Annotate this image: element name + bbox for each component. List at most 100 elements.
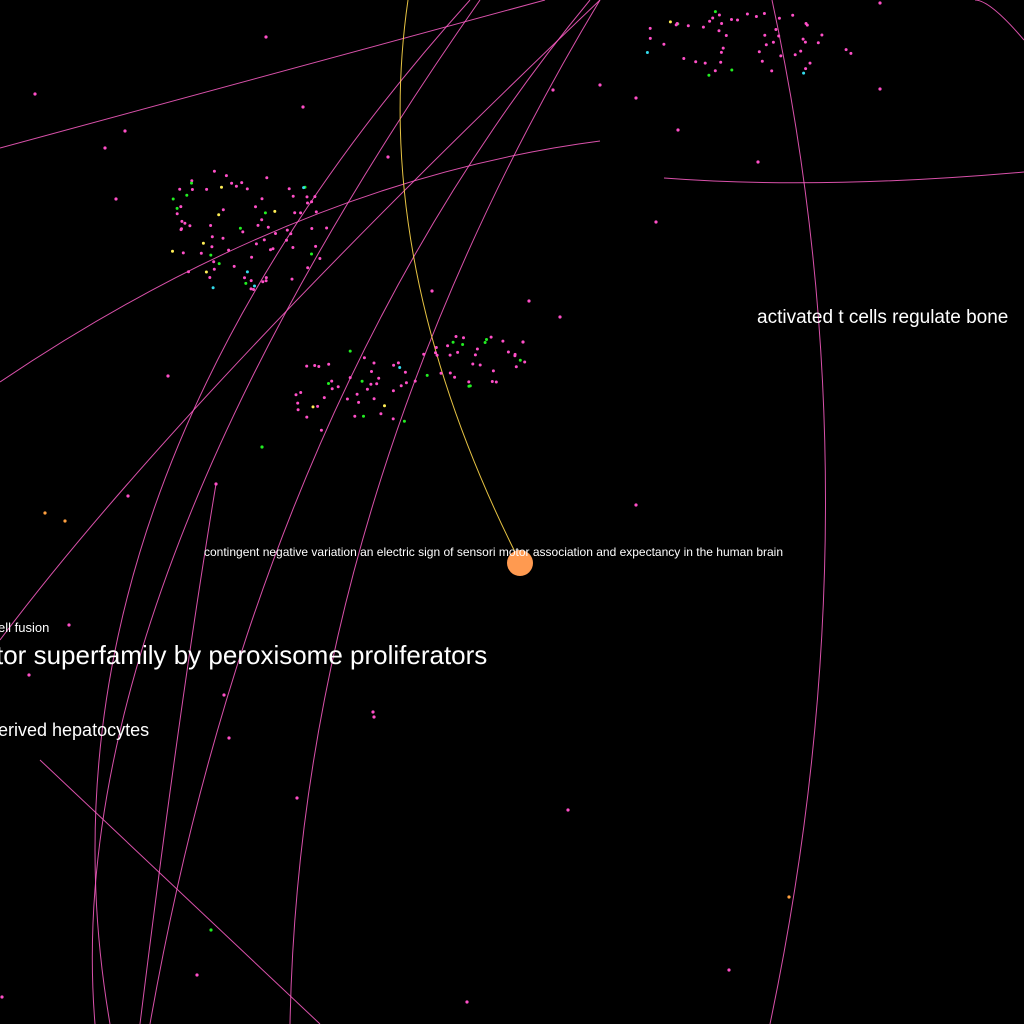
graph-node[interactable] [224, 174, 228, 178]
graph-node[interactable] [289, 232, 293, 236]
graph-node[interactable] [260, 218, 264, 222]
graph-node[interactable] [306, 201, 309, 205]
graph-node[interactable] [820, 33, 824, 37]
graph-node[interactable] [290, 277, 294, 281]
graph-node[interactable] [249, 279, 253, 283]
graph-node[interactable] [305, 364, 309, 368]
graph-node[interactable] [686, 24, 690, 28]
graph-node[interactable] [478, 363, 482, 367]
graph-node[interactable] [802, 71, 806, 75]
graph-node[interactable] [422, 352, 426, 356]
graph-node[interactable] [322, 396, 326, 400]
graph-node[interactable] [777, 34, 781, 38]
graph-node[interactable] [306, 266, 310, 270]
graph-node[interactable] [708, 19, 712, 23]
graph-node[interactable] [360, 379, 364, 383]
graph-node[interactable] [305, 195, 309, 199]
graph-node[interactable] [348, 376, 352, 380]
graph-node[interactable] [179, 228, 183, 232]
graph-node[interactable] [210, 245, 214, 249]
graph-node[interactable] [212, 267, 216, 271]
graph-node[interactable] [682, 57, 686, 60]
graph-node[interactable] [779, 54, 783, 58]
graph-node[interactable] [336, 385, 340, 389]
graph-node[interactable] [745, 12, 749, 16]
graph-node[interactable] [295, 796, 299, 800]
graph-node[interactable] [318, 257, 322, 260]
graph-node[interactable] [210, 235, 214, 239]
graph-node[interactable] [301, 105, 305, 109]
graph-node[interactable] [668, 20, 672, 24]
graph-node[interactable] [377, 376, 381, 380]
graph-node[interactable] [310, 252, 313, 256]
graph-node[interactable] [217, 213, 221, 217]
graph-node[interactable] [523, 360, 527, 364]
graph-node[interactable] [391, 389, 395, 393]
graph-node[interactable] [372, 397, 376, 401]
graph-node[interactable] [171, 197, 175, 201]
graph-node[interactable] [310, 227, 314, 230]
graph-node[interactable] [730, 68, 734, 72]
graph-node[interactable] [451, 340, 455, 344]
graph-node[interactable] [271, 247, 275, 251]
graph-node[interactable] [27, 673, 31, 677]
graph-node[interactable] [435, 353, 439, 357]
graph-node[interactable] [264, 35, 268, 39]
graph-node[interactable] [485, 338, 488, 341]
graph-node[interactable] [185, 193, 189, 197]
graph-node[interactable] [362, 414, 365, 418]
graph-node[interactable] [804, 22, 808, 25]
graph-node[interactable] [489, 335, 493, 339]
node-label-peroxisome-proliferators[interactable]: tor superfamily by peroxisome proliferat… [0, 640, 488, 670]
graph-node[interactable] [453, 375, 457, 379]
graph-node[interactable] [190, 188, 194, 191]
graph-node[interactable] [793, 53, 797, 57]
graph-node[interactable] [707, 73, 711, 77]
graph-node[interactable] [713, 69, 717, 73]
graph-node[interactable] [209, 928, 213, 932]
graph-node[interactable] [264, 276, 268, 280]
graph-node[interactable] [43, 511, 47, 515]
graph-node[interactable] [175, 206, 179, 210]
graph-node[interactable] [425, 373, 429, 377]
graph-node[interactable] [365, 387, 369, 391]
graph-node[interactable] [314, 244, 318, 248]
graph-node[interactable] [808, 61, 812, 65]
graph-node[interactable] [475, 347, 479, 351]
graph-node[interactable] [209, 224, 213, 227]
graph-node[interactable] [816, 41, 820, 45]
graph-node[interactable] [260, 197, 264, 201]
graph-node[interactable] [506, 350, 510, 354]
graph-node[interactable] [467, 384, 471, 388]
graph-node[interactable] [391, 417, 395, 421]
graph-node[interactable] [330, 379, 334, 383]
graph-node[interactable] [803, 40, 807, 44]
graph-node[interactable] [372, 715, 376, 719]
graph-node[interactable] [291, 194, 295, 198]
graph-node[interactable] [195, 973, 199, 977]
graph-node[interactable] [501, 339, 505, 343]
graph-node[interactable] [180, 219, 184, 223]
graph-node[interactable] [383, 404, 386, 408]
graph-node[interactable] [345, 397, 349, 401]
graph-node[interactable] [461, 343, 465, 346]
graph-node[interactable] [327, 362, 331, 366]
graph-node[interactable] [634, 503, 638, 507]
graph-node[interactable] [114, 197, 118, 201]
graph-node[interactable] [316, 404, 320, 408]
graph-node[interactable] [844, 48, 848, 52]
graph-node[interactable] [256, 223, 260, 227]
graph-node[interactable] [190, 181, 193, 185]
graph-node[interactable] [208, 276, 212, 279]
graph-node[interactable] [249, 287, 253, 291]
graph-node[interactable] [123, 129, 127, 133]
graph-node[interactable] [448, 353, 452, 357]
graph-node[interactable] [791, 13, 795, 17]
graph-node[interactable] [514, 365, 518, 369]
graph-node[interactable] [261, 280, 265, 284]
graph-node[interactable] [187, 270, 190, 274]
graph-node[interactable] [521, 340, 525, 344]
graph-node[interactable] [166, 374, 170, 378]
graph-node[interactable] [254, 242, 258, 246]
graph-node[interactable] [430, 289, 434, 293]
